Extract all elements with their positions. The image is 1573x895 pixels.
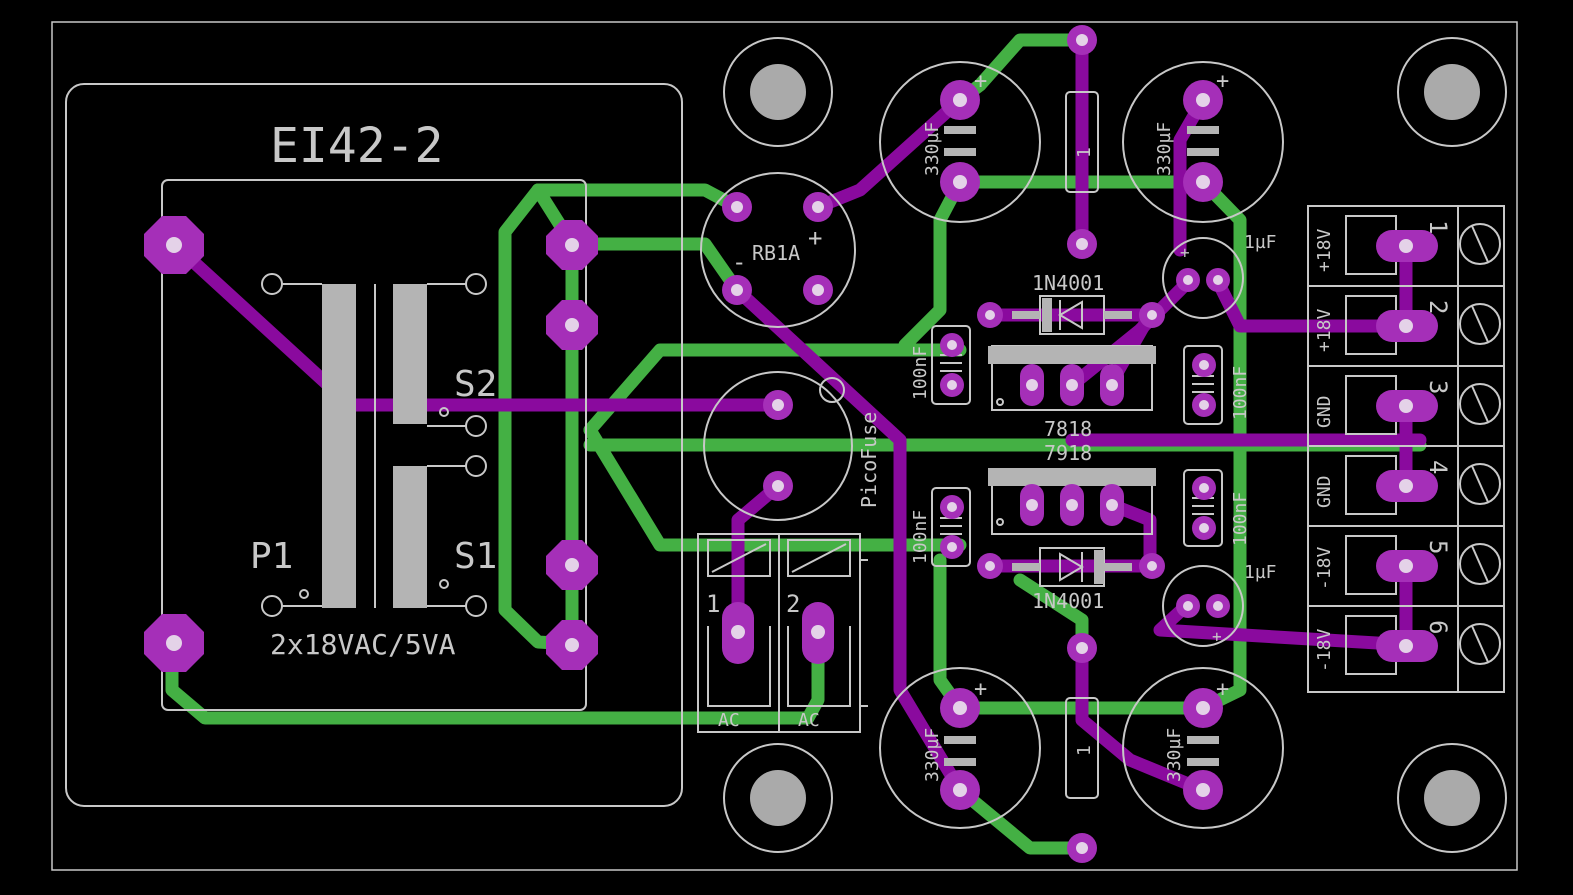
- cap2-plus: +: [1216, 69, 1229, 94]
- output-terminal: +18V +18V GND GND -18V -18V 1 2 3 4 5 6: [1307, 205, 1505, 693]
- diode1-name: 1N4001: [1032, 271, 1104, 295]
- reg-neg: 7918: [1044, 441, 1092, 465]
- out-pin-3: 3: [1424, 380, 1452, 394]
- bridge1-label: 1: [1074, 147, 1095, 158]
- c100n-4: 100nF: [1230, 492, 1251, 546]
- wire-bridges: 1 1: [1065, 91, 1099, 799]
- pads: [144, 25, 1438, 863]
- s1-label: S1: [454, 536, 497, 577]
- diode2-name: 1N4001: [1032, 589, 1104, 613]
- cap1-value: 330µF: [922, 122, 943, 176]
- cap2-value: 330µF: [1154, 122, 1175, 176]
- c1u-1: 1µF: [1244, 232, 1277, 253]
- cap4-value: 330µF: [1164, 728, 1185, 782]
- s2-label: S2: [454, 364, 497, 405]
- out-label-2: +18V: [1314, 308, 1335, 352]
- ac-pin1: 1: [706, 590, 720, 618]
- bridge2-label: 1: [1074, 745, 1095, 756]
- cap1-plus: +: [974, 69, 987, 94]
- out-label-5: -18V: [1314, 546, 1335, 590]
- fuse-name: PicoFuse: [857, 412, 881, 508]
- ac-label2: AC: [798, 710, 820, 731]
- out-label-3: GND: [1314, 395, 1335, 428]
- bulk-capacitors: + 330µF + 330µF + 330µF + 330µF: [879, 61, 1284, 829]
- c1u-1-plus: +: [1180, 243, 1190, 262]
- out-pin-1: 1: [1424, 220, 1452, 234]
- transformer-ei42: EI42-2 2x18VAC/5VA P1 S2 S1: [65, 83, 683, 807]
- c100n-2: 100nF: [1230, 366, 1251, 420]
- out-pin-6: 6: [1424, 620, 1452, 634]
- diodes: 1N4001 1N4001: [1012, 271, 1132, 613]
- cap3-plus: +: [974, 677, 987, 702]
- regulators: 7818 7918: [988, 345, 1156, 535]
- reg-pos: 7818: [1044, 417, 1092, 441]
- ac-input-terminal: 1 2 AC AC: [697, 533, 868, 733]
- mounting-holes: [723, 37, 1507, 853]
- out-pin-4: 4: [1424, 460, 1452, 474]
- out-label-6: -18V: [1314, 628, 1335, 672]
- primary-label: P1: [250, 536, 293, 577]
- cap4-plus: +: [1216, 677, 1229, 702]
- rectifier-plus: +: [808, 224, 822, 252]
- out-label-1: +18V: [1314, 228, 1335, 272]
- c1u-2-plus: +: [1212, 627, 1222, 646]
- c1u-2: 1µF: [1244, 562, 1277, 583]
- cap3-value: 330µF: [922, 728, 943, 782]
- c100n-3: 100nF: [910, 510, 931, 564]
- small-capacitors: 100nF 100nF 100nF 100nF + 1µF + 1µF: [910, 232, 1277, 647]
- ac-pin2: 2: [786, 590, 800, 618]
- rectifier-name: RB1A: [752, 241, 800, 265]
- rectifier-minus: -: [732, 248, 746, 276]
- ac-label1: AC: [718, 710, 740, 731]
- out-label-4: GND: [1314, 475, 1335, 508]
- c100n-1: 100nF: [910, 346, 931, 400]
- bridge-rectifier: RB1A + -: [700, 172, 856, 328]
- picofuse: PicoFuse: [703, 371, 881, 521]
- out-pin-2: 2: [1424, 300, 1452, 314]
- out-pin-5: 5: [1424, 540, 1452, 554]
- transformer-rating: 2x18VAC/5VA: [270, 628, 456, 661]
- transformer-name: EI42-2: [270, 118, 443, 174]
- board-outline: [51, 21, 1518, 871]
